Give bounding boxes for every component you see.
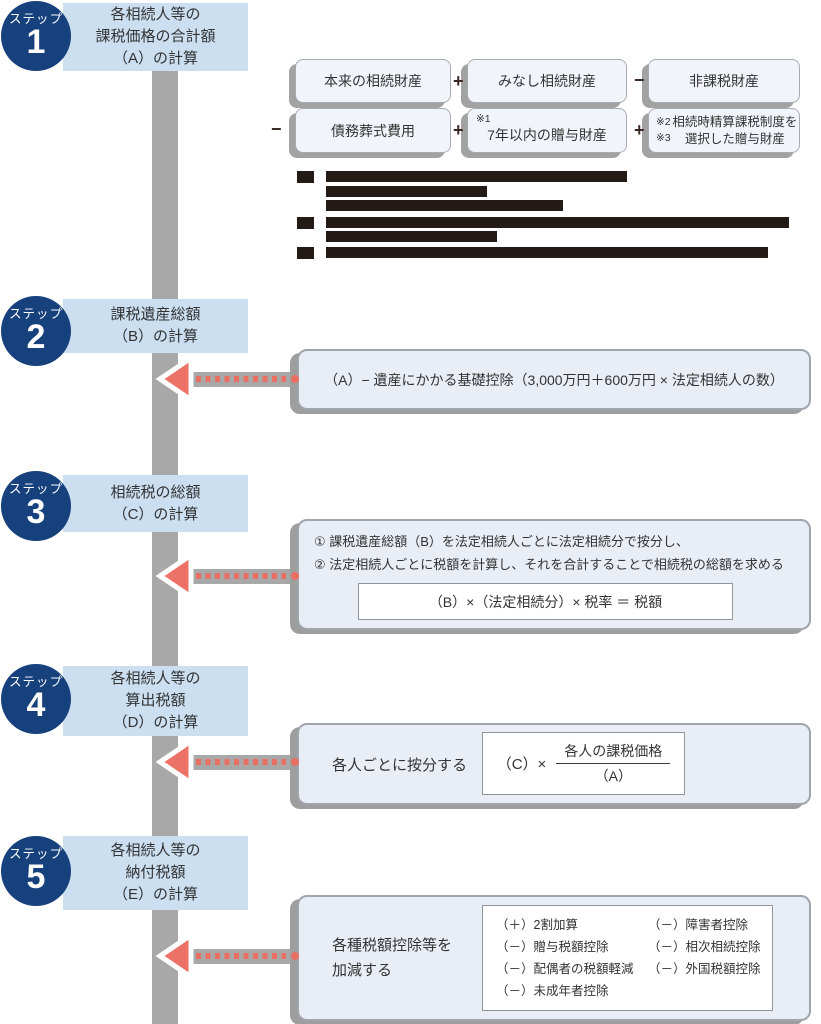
step-title-line: 課税遺産総額 xyxy=(110,306,201,324)
operator-plus: + xyxy=(453,71,464,91)
footnote-ref-2-3: ※2 ※3 xyxy=(656,116,671,144)
step-title-line: 各相続人等の xyxy=(110,6,201,24)
step-title-line: 納付税額 xyxy=(125,864,186,882)
step3-instruction-1: ① 課税遺産総額（B）を法定相続人ごとに法定相続分で按分し、 xyxy=(314,534,689,549)
step2-formula: （A）− 遺産にかかる基礎控除（3,000万円＋600万円 × 法定相続人の数） xyxy=(324,371,784,388)
adjustment-item: （－）未成年者控除 xyxy=(496,983,609,998)
left-arrow-icon xyxy=(155,931,194,981)
step-title-line: （E）の計算 xyxy=(112,885,198,903)
step4-prefix: （C）× xyxy=(496,756,547,773)
step-title-line: 各相続人等の xyxy=(110,670,201,688)
badge-step-number: 2 xyxy=(26,318,46,357)
formula-box-step3: ① 課税遺産総額（B）を法定相続人ごとに法定相続分で按分し、 ② 法定相続人ごと… xyxy=(297,519,811,630)
redacted-text-line xyxy=(326,200,563,211)
badge-step-label: ステップ xyxy=(8,11,63,26)
adjustment-item: （－）贈与税額控除 xyxy=(496,939,609,954)
formula-box-step2: （A）− 遺産にかかる基礎控除（3,000万円＋600万円 × 法定相続人の数） xyxy=(297,349,811,410)
step-title-box-1: 各相続人等の 課税価格の合計額 （A）の計算 xyxy=(63,3,248,71)
step-title-line: （D）の計算 xyxy=(112,713,199,731)
step-badge-5: ステップ 5 xyxy=(1,836,71,906)
adjustment-list-right: （－）障害者控除 （－）相次相続控除 （－）外国税額控除 xyxy=(648,915,761,981)
asset-box-label: みなし相続財産 xyxy=(498,73,596,89)
step-badge-1: ステップ 1 xyxy=(1,1,71,71)
left-arrow-icon xyxy=(155,551,194,601)
arrow-start-dot xyxy=(291,375,299,383)
fraction-numerator: 各人の課税価格 xyxy=(556,741,671,764)
step4-fraction: 各人の課税価格 （A） xyxy=(556,741,671,786)
asset-box-settlement-taxation-gifts: ※2 ※3 相続時精算課税制度を 選択した贈与財産 xyxy=(648,108,800,153)
badge-step-label: ステップ xyxy=(8,846,63,861)
adjustment-item: （－）配偶者の税額軽減 xyxy=(496,961,634,976)
step-badge-4: ステップ 4 xyxy=(1,664,71,734)
badge-step-label: ステップ xyxy=(8,481,63,496)
step-title-line: 課税価格の合計額 xyxy=(95,28,216,46)
badge-step-label: ステップ xyxy=(8,674,63,689)
asset-box-label: 債務葬式費用 xyxy=(331,122,415,139)
step-title-line: （A）の計算 xyxy=(112,49,198,67)
step-title-box-4: 各相続人等の 算出税額 （D）の計算 xyxy=(63,666,248,736)
operator-plus: + xyxy=(634,120,645,140)
adjustment-item: （－）外国税額控除 xyxy=(648,961,761,976)
adjustment-item: （－）相次相続控除 xyxy=(648,939,761,954)
arrow-dotted-line xyxy=(196,376,286,382)
operator-plus: + xyxy=(453,120,464,140)
footnote-marker xyxy=(297,217,314,229)
step4-label: 各人ごとに按分する xyxy=(332,756,468,774)
step-title-line: 算出税額 xyxy=(125,692,186,710)
step-badge-3: ステップ 3 xyxy=(1,471,71,541)
badge-step-number: 5 xyxy=(26,858,46,897)
redacted-text-line xyxy=(326,247,768,258)
arrow-start-dot xyxy=(291,952,299,960)
step-title-line: （C）の計算 xyxy=(112,505,199,523)
adjustment-item: （－）障害者控除 xyxy=(648,918,749,932)
step-badge-2: ステップ 2 xyxy=(1,296,71,366)
step-title-box-3: 相続税の総額 （C）の計算 xyxy=(63,475,248,532)
asset-box-label: 非課税財産 xyxy=(689,73,759,89)
footnote-marker xyxy=(297,247,314,259)
step3-formula-box: （B）×（法定相続分）× 税率 ＝ 税額 xyxy=(358,583,733,620)
fraction-denominator: （A） xyxy=(594,768,632,784)
footnote-ref-1: ※1 xyxy=(476,113,491,125)
footnote-marker xyxy=(297,171,314,183)
step5-label: 各種税額控除等を 加減する xyxy=(332,936,453,980)
asset-box-deemed-estate: みなし相続財産 xyxy=(467,59,627,103)
adjustment-item: （＋）2割加算 xyxy=(496,918,578,932)
step-title-box-2: 課税遺産総額 （B）の計算 xyxy=(63,299,248,353)
badge-step-number: 1 xyxy=(26,23,46,62)
step4-formula-box: （C）× 各人の課税価格 （A） xyxy=(482,732,685,795)
redacted-text-line xyxy=(326,171,627,182)
step3-instruction-2: ② 法定相続人ごとに税額を計算し、それを合計することで相続税の総額を求める xyxy=(314,557,784,573)
operator-minus: − xyxy=(271,119,282,139)
arrow-start-dot xyxy=(291,758,299,766)
step-title-line: 相続税の総額 xyxy=(110,483,201,501)
step5-adjustments-box: （＋）2割加算 （－）贈与税額控除 （－）配偶者の税額軽減 （－）未成年者控除 … xyxy=(482,905,773,1011)
asset-box-label: 7年以内の贈与財産 xyxy=(487,126,607,143)
badge-step-number: 4 xyxy=(26,686,46,725)
arrow-dotted-line xyxy=(196,573,286,579)
redacted-text-line xyxy=(326,231,497,242)
left-arrow-icon xyxy=(155,354,194,404)
formula-box-step4: 各人ごとに按分する （C）× 各人の課税価格 （A） xyxy=(297,723,811,805)
asset-box-label: 相続時精算課税制度を 選択した贈与財産 xyxy=(672,114,798,146)
redacted-text-line xyxy=(326,186,487,197)
left-arrow-icon xyxy=(155,737,194,787)
step-title-box-5: 各相続人等の 納付税額 （E）の計算 xyxy=(63,836,248,910)
step-title-line: 各相続人等の xyxy=(110,842,201,860)
step3-formula: （B）×（法定相続分）× 税率 ＝ 税額 xyxy=(428,593,663,610)
asset-box-debts-funeral: 債務葬式費用 xyxy=(295,108,451,153)
asset-box-label: 本来の相続財産 xyxy=(324,73,422,89)
arrow-dotted-line xyxy=(196,953,286,959)
arrow-start-dot xyxy=(291,572,299,580)
asset-box-nontaxable: 非課税財産 xyxy=(648,59,800,103)
step-title-line: （B）の計算 xyxy=(112,328,198,345)
adjustment-list-left: （＋）2割加算 （－）贈与税額控除 （－）配偶者の税額軽減 （－）未成年者控除 xyxy=(496,915,648,1003)
asset-box-gifts-7yr: ※1 7年以内の贈与財産 xyxy=(467,108,627,153)
redacted-text-line xyxy=(326,217,789,228)
badge-step-label: ステップ xyxy=(8,306,63,321)
operator-minus: − xyxy=(634,70,645,90)
asset-box-main-estate: 本来の相続財産 xyxy=(295,59,451,103)
formula-box-step5: 各種税額控除等を 加減する （＋）2割加算 （－）贈与税額控除 （－）配偶者の税… xyxy=(297,895,811,1021)
arrow-dotted-line xyxy=(196,759,286,765)
badge-step-number: 3 xyxy=(26,493,46,532)
